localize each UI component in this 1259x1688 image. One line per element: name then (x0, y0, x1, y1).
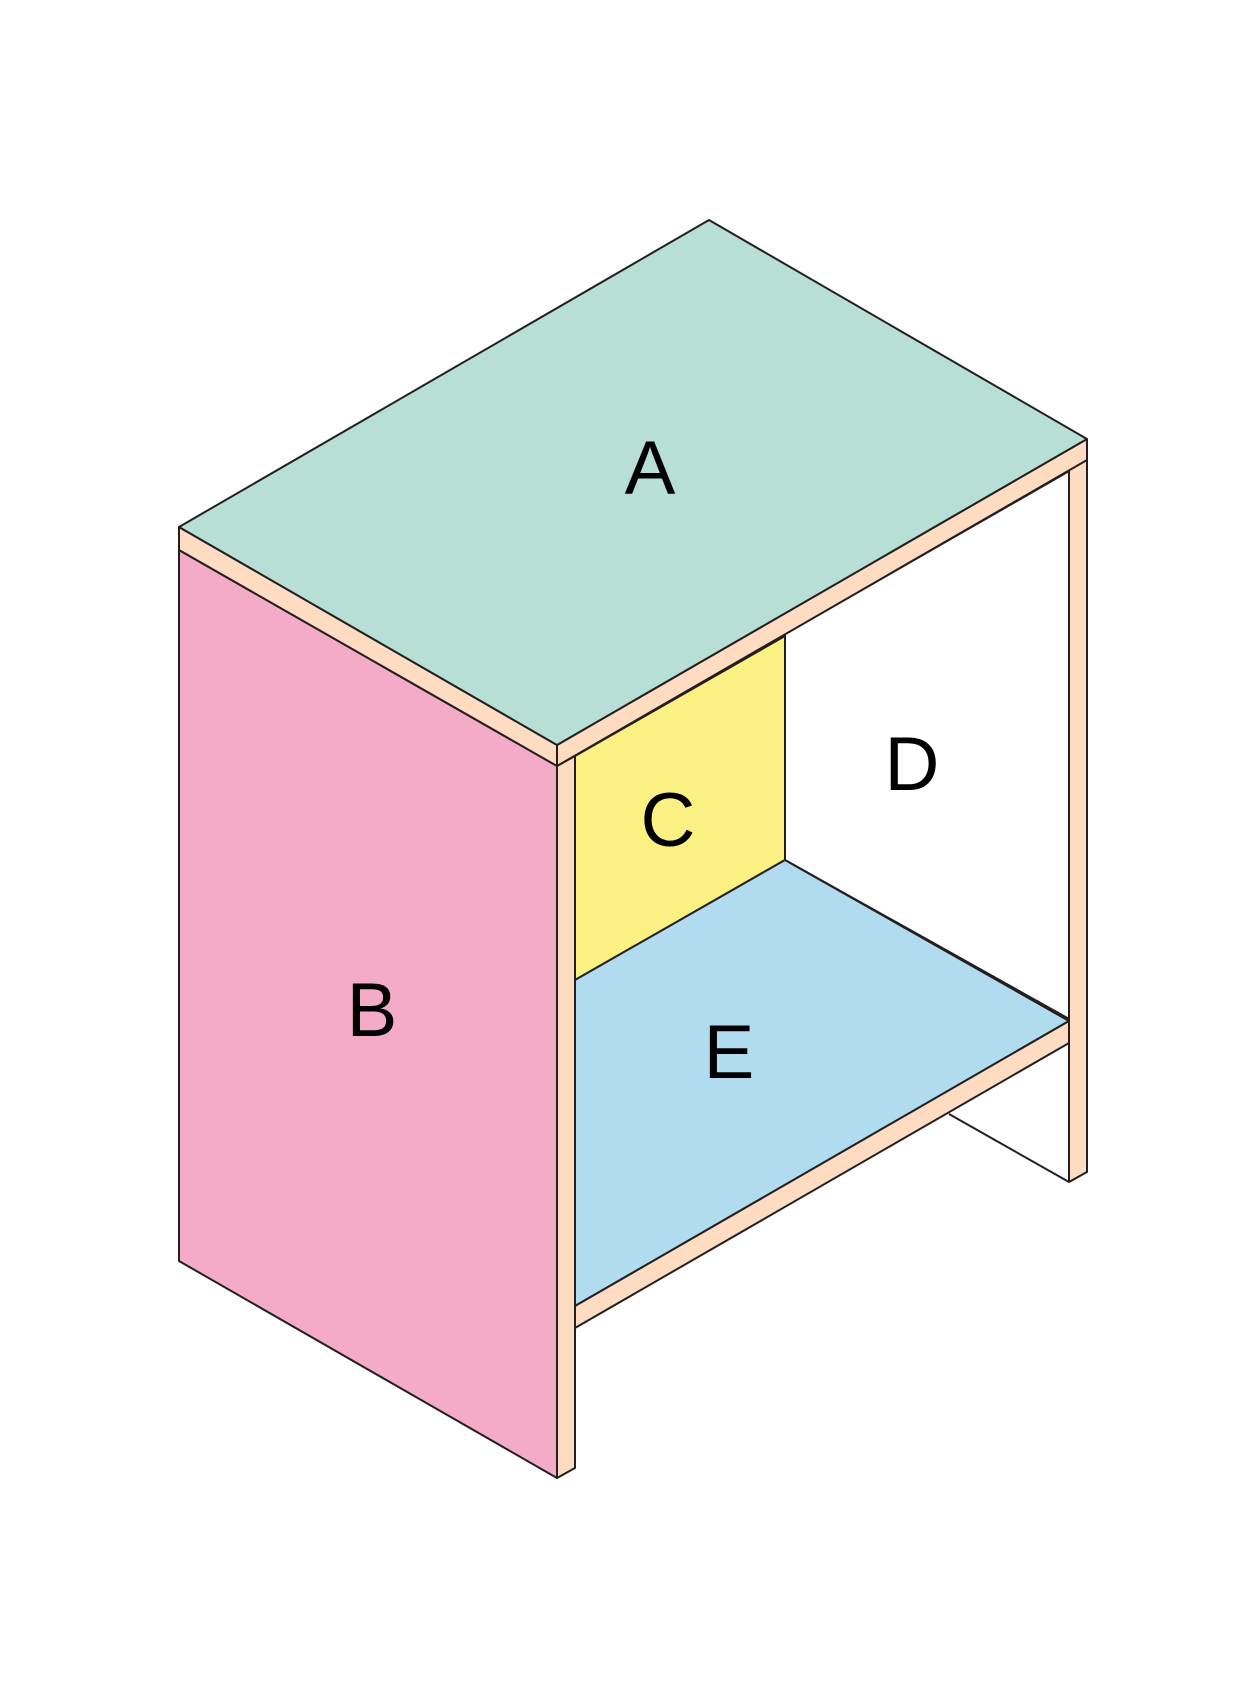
panel-a-label: A (625, 426, 676, 511)
panel-a-face (178, 219, 1088, 746)
right-leg-edge (1068, 449, 1088, 1183)
panel-d-label: D (885, 722, 940, 807)
panel-b-label: B (347, 968, 398, 1053)
right-leg-base-line (948, 1113, 1070, 1183)
panel-c-label: C (641, 778, 696, 863)
side-panel-front-edge (556, 755, 576, 1479)
panel-e-label: E (704, 1010, 755, 1095)
